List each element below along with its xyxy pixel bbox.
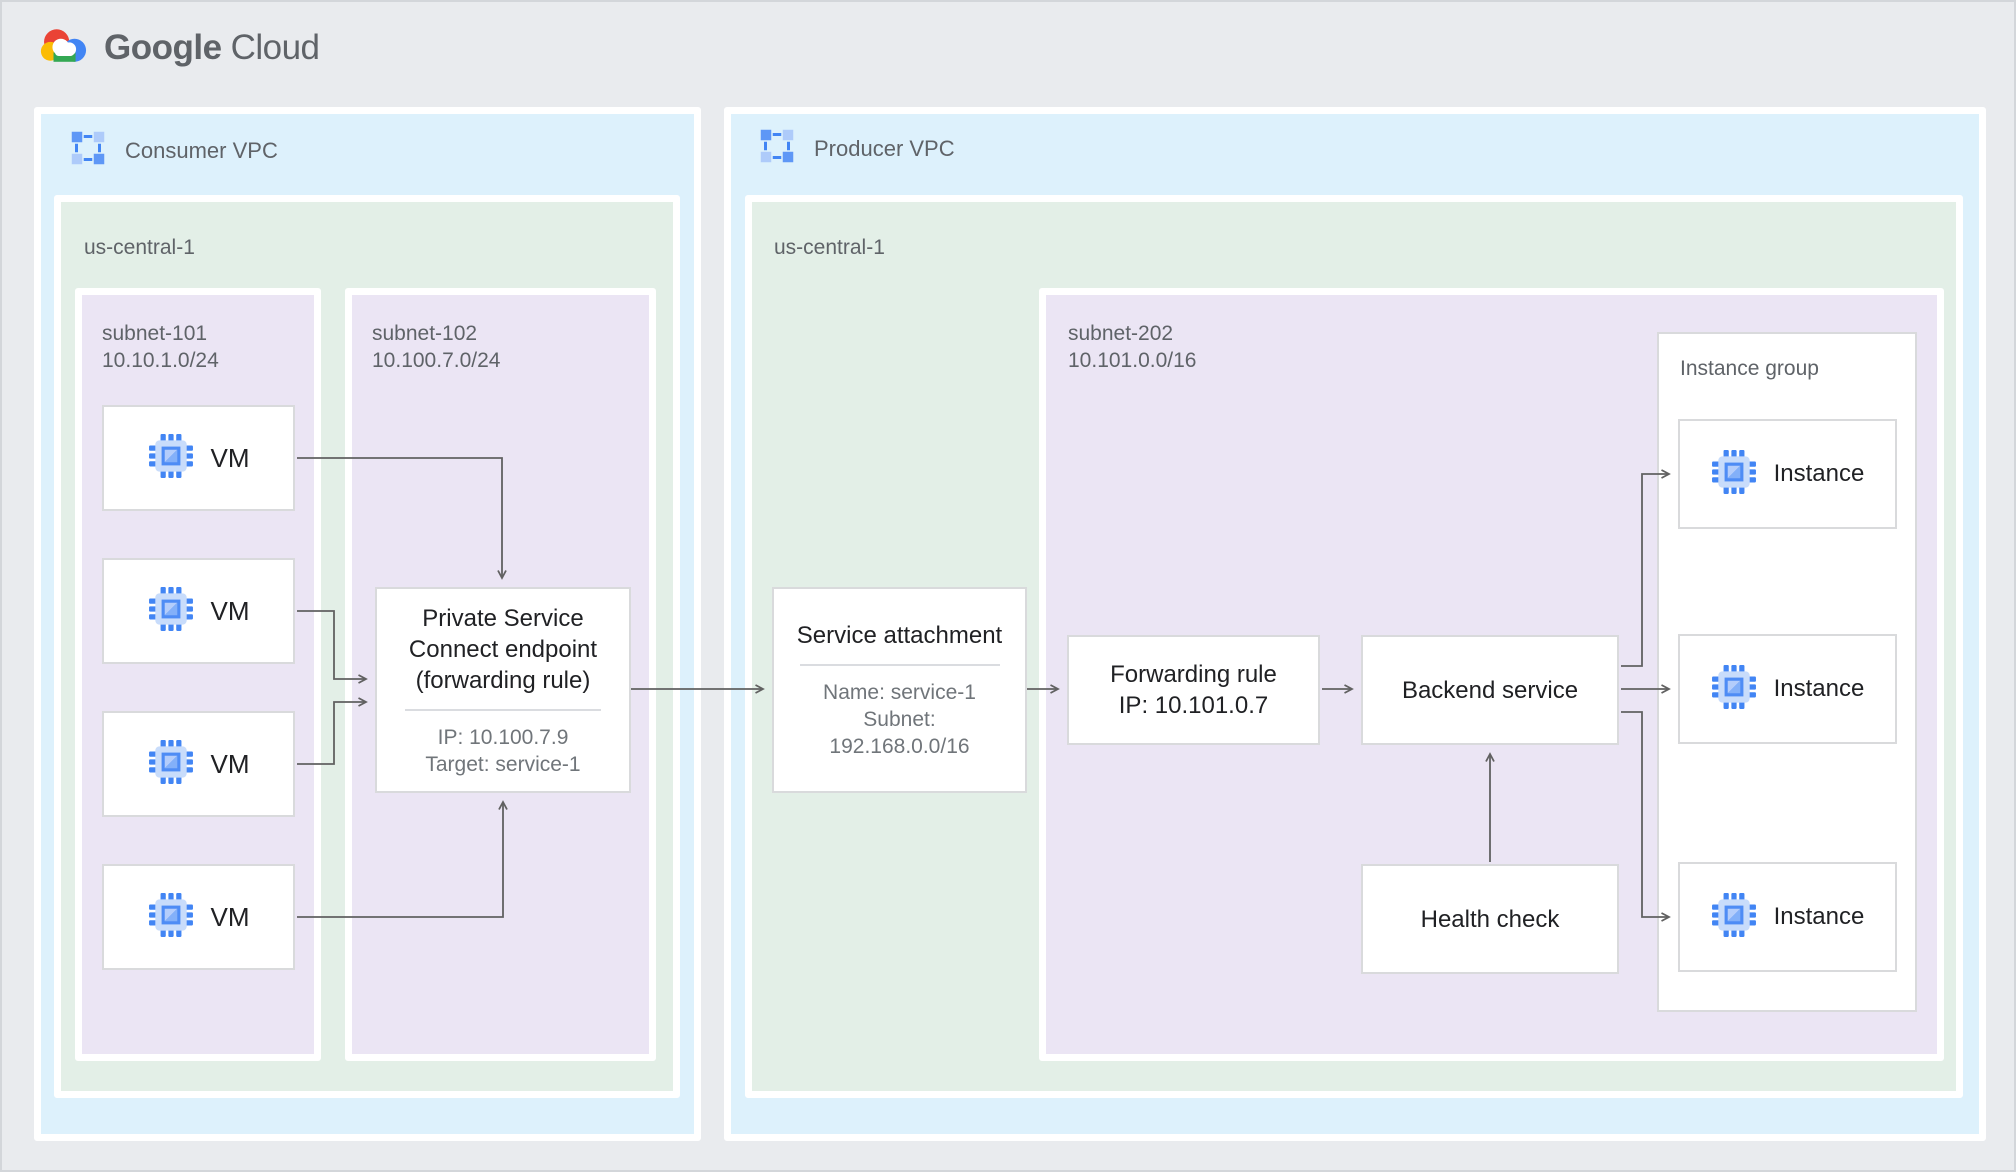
subnet-101-label: subnet-101 10.10.1.0/24 <box>102 320 219 374</box>
vm-label: VM <box>210 748 250 779</box>
vpc-network-icon <box>757 126 797 172</box>
google-cloud-logo-icon <box>38 24 90 71</box>
subnet-202-cidr: 10.101.0.0/16 <box>1068 349 1197 372</box>
psc-endpoint-ip: IP: 10.100.7.9 <box>437 725 569 749</box>
instance-node-2: Instance <box>1678 634 1897 744</box>
compute-chip-icon <box>148 586 194 637</box>
compute-chip-icon <box>1711 664 1757 715</box>
producer-vpc-header: Producer VPC <box>757 126 955 172</box>
health-check-node: Health check <box>1361 864 1619 974</box>
instance-node-3: Instance <box>1678 862 1897 972</box>
subnet-202-name: subnet-202 <box>1068 322 1174 345</box>
service-attachment-subnet-label: Subnet: <box>863 708 936 731</box>
vm-node-4: VM <box>102 864 295 970</box>
divider <box>405 708 601 711</box>
forwarding-rule-ip: IP: 10.101.0.7 <box>1118 692 1269 719</box>
producer-region-label: us-central-1 <box>774 236 885 259</box>
psc-endpoint-target: Target: service-1 <box>425 752 581 776</box>
consumer-region-label: us-central-1 <box>84 236 195 259</box>
vm-label: VM <box>210 901 250 932</box>
divider <box>799 664 1000 666</box>
subnet-102-label: subnet-102 10.100.7.0/24 <box>372 320 500 374</box>
vm-label: VM <box>210 595 250 626</box>
compute-chip-icon <box>148 433 194 484</box>
backend-service-label: Backend service <box>1401 676 1579 704</box>
vm-label: VM <box>210 442 250 473</box>
instance-node-1: Instance <box>1678 419 1897 529</box>
instance-label: Instance <box>1773 903 1865 930</box>
logo-cloud: Cloud <box>230 27 320 67</box>
consumer-vpc-header: Consumer VPC <box>68 128 278 174</box>
consumer-vpc-label: Consumer VPC <box>125 138 278 163</box>
subnet-102-name: subnet-102 <box>372 322 478 345</box>
instance-label: Instance <box>1773 675 1865 702</box>
service-attachment-subnet-cidr: 192.168.0.0/16 <box>829 735 970 758</box>
subnet-202-label: subnet-202 10.101.0.0/16 <box>1068 320 1196 374</box>
producer-vpc-label: Producer VPC <box>814 136 955 161</box>
vpc-network-icon <box>68 128 108 174</box>
subnet-101-cidr: 10.10.1.0/24 <box>102 349 219 372</box>
subnet-101-name: subnet-101 <box>102 322 208 345</box>
instance-group-label: Instance group <box>1680 357 1819 380</box>
compute-chip-icon <box>148 892 194 943</box>
forwarding-rule-node: Forwarding rule IP: 10.101.0.7 <box>1067 635 1320 745</box>
service-attachment-name: Name: service-1 <box>823 681 976 704</box>
instance-label: Instance <box>1773 460 1865 487</box>
forwarding-rule-title: Forwarding rule <box>1110 661 1277 688</box>
vm-node-3: VM <box>102 711 295 817</box>
subnet-102-cidr: 10.100.7.0/24 <box>372 349 501 372</box>
compute-chip-icon <box>1711 449 1757 500</box>
service-attachment-node: Service attachment Name: service-1 Subne… <box>772 587 1027 793</box>
psc-endpoint-title: Private Service Connect endpoint (forwar… <box>408 604 598 694</box>
backend-service-node: Backend service <box>1361 635 1619 745</box>
vm-node-1: VM <box>102 405 295 511</box>
compute-chip-icon <box>148 739 194 790</box>
compute-chip-icon <box>1711 892 1757 943</box>
service-attachment-title: Service attachment <box>796 622 1003 649</box>
health-check-label: Health check <box>1420 905 1560 933</box>
vm-node-2: VM <box>102 558 295 664</box>
psc-endpoint-node: Private Service Connect endpoint (forwar… <box>375 587 631 793</box>
logo-google: Google <box>104 27 222 67</box>
